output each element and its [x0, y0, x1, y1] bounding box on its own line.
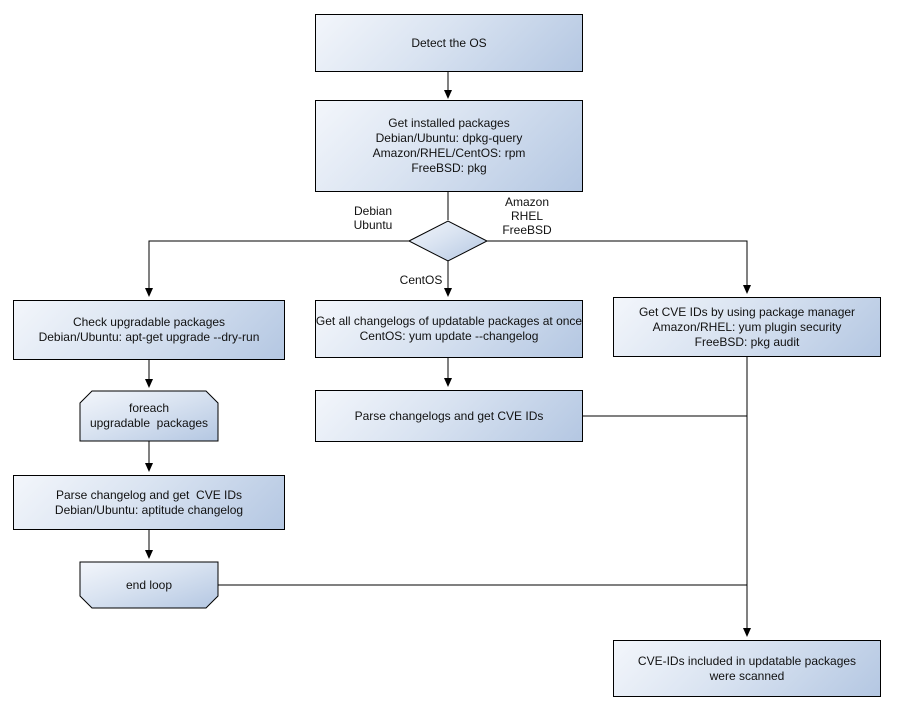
edge-label-line: Ubuntu: [353, 218, 393, 232]
edge-label-line: Debian: [353, 204, 393, 218]
node-label: Get installed packages: [388, 116, 510, 130]
node-label: Amazon/RHEL: yum plugin security: [652, 319, 842, 334]
edge-label-debian-ubuntu: Debian Ubuntu: [345, 204, 401, 232]
foreach-loop-shape: [80, 391, 218, 441]
node-label: upgradable packages: [89, 416, 209, 430]
edge-decision-to-get-cve-ids: [487, 241, 751, 294]
node-label: FreeBSD: pkg audit: [694, 334, 800, 349]
node-label: Debian/Ubuntu: dpkg-query: [375, 131, 523, 145]
end-loop-shape: [80, 562, 218, 608]
node-detect-os: Detect the OS: [315, 14, 583, 72]
node-label: CentOS: yum update --changelog: [359, 329, 539, 343]
edge-label-line: RHEL: [510, 209, 543, 223]
edge-label-line: Amazon: [504, 195, 550, 209]
node-label: Parse changelog and get CVE IDs: [55, 487, 243, 502]
node-result-scanned: CVE-IDs included in updatable packages w…: [613, 640, 881, 697]
node-label: Debian/Ubuntu: aptitude changelog: [54, 502, 244, 517]
node-get-cve-ids-pkg-manager: Get CVE IDs by using package manager Ama…: [613, 297, 881, 357]
node-label: Get all changelogs of updatable packages…: [315, 314, 583, 328]
node-get-all-changelogs: Get all changelogs of updatable packages…: [315, 300, 583, 358]
node-get-installed-packages: Get installed packages Debian/Ubuntu: dp…: [315, 100, 583, 192]
node-label: end loop: [125, 577, 173, 592]
node-label: were scanned: [709, 668, 785, 683]
node-check-upgradable-packages: Check upgradable packages Debian/Ubuntu:…: [13, 300, 285, 360]
node-label: Detect the OS: [411, 35, 487, 50]
node-label: Debian/Ubuntu: apt-get upgrade --dry-run: [38, 330, 260, 344]
node-parse-changelog-debian: Parse changelog and get CVE IDs Debian/U…: [13, 475, 285, 530]
node-parse-changelogs-centos: Parse changelogs and get CVE IDs: [315, 390, 583, 442]
edge-decision-to-check-upgradable: [145, 241, 409, 297]
edge-label-line: CentOS: [399, 273, 443, 287]
node-end-loop: end loop: [80, 562, 218, 608]
node-label: Parse changelogs and get CVE IDs: [354, 408, 544, 423]
edge-label-amazon-rhel-freebsd: Amazon RHEL FreeBSD: [495, 195, 559, 237]
node-label: foreach: [128, 401, 170, 415]
node-label: FreeBSD: pkg: [411, 161, 487, 175]
node-label: Get CVE IDs by using package manager: [638, 304, 856, 319]
node-label: Check upgradable packages: [72, 315, 226, 329]
node-label: Amazon/RHEL/CentOS: rpm: [372, 146, 526, 160]
node-foreach-upgradable-packages: foreach upgradable packages: [80, 391, 218, 441]
edge-label-centos: CentOS: [390, 273, 452, 287]
decision-diamond-shape: [409, 221, 487, 261]
edge-label-line: FreeBSD: [502, 223, 552, 237]
node-label: CVE-IDs included in updatable packages: [637, 653, 857, 668]
